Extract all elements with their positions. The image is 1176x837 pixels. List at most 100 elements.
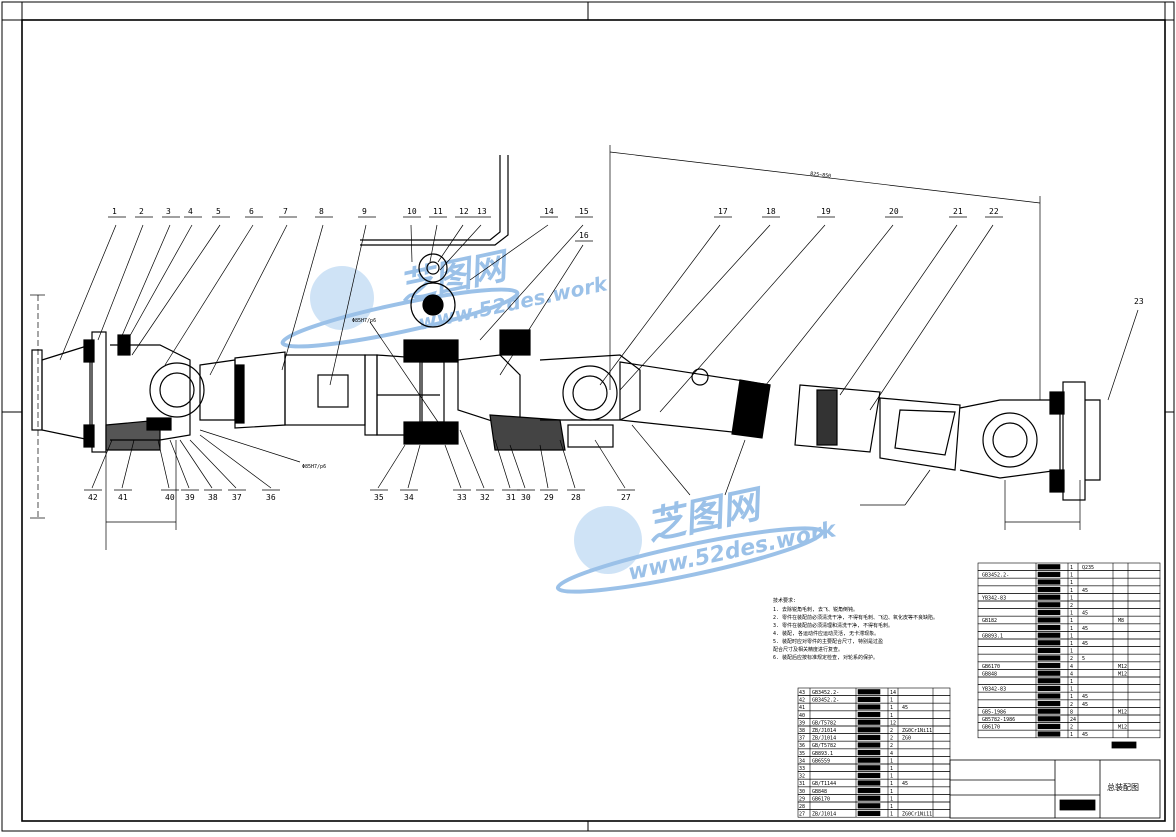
balloon-label: 34 — [404, 493, 414, 502]
balloon-label: 42 — [88, 493, 98, 502]
bom-code: GB/T1144 — [812, 781, 836, 787]
bom-name-cell — [857, 734, 881, 740]
balloon-label: 1 — [112, 207, 117, 216]
balloon-label: 11 — [433, 207, 443, 216]
bom-name-cell — [857, 742, 881, 748]
balloon-label: 13 — [477, 207, 487, 216]
bom-qty: 1 — [1070, 626, 1073, 632]
bom-material: Q235 — [1082, 565, 1094, 571]
bom-row — [977, 608, 1161, 617]
bom-note: M12 — [1118, 664, 1127, 670]
bom-row — [977, 577, 1161, 587]
tech-req-line: 1. 去除锐角毛刺, 去飞、锐角倒钝。 — [773, 606, 858, 613]
technical-requirements: 技术要求: 1. 去除锐角毛刺, 去飞、锐角倒钝。2. 零件在装配前必须清洗干净… — [773, 597, 938, 661]
bom-row — [977, 653, 1161, 663]
bom-name-cell — [1037, 700, 1061, 707]
bom-qty: 1 — [1070, 595, 1073, 601]
bom-qty: 1 — [890, 781, 893, 787]
balloon-label: 39 — [185, 493, 195, 502]
bom-name-cell — [1037, 602, 1061, 608]
bom-row — [977, 585, 1161, 594]
bom-code: GB3452.2- — [812, 698, 839, 704]
bom-name-cell — [1037, 564, 1061, 570]
bom-name-cell — [1037, 662, 1061, 669]
bom-qty: 1 — [890, 758, 893, 764]
bom-name-cell — [1037, 647, 1061, 653]
bom-name-cell — [1037, 708, 1061, 714]
tech-req-line: 配合尺寸及相关精度进行复查。 — [773, 646, 843, 653]
bom-qty: 1 — [890, 804, 893, 810]
bom-name-cell — [1037, 571, 1061, 577]
balloon-label: 40 — [165, 493, 175, 502]
tech-req-title: 技术要求: — [773, 597, 796, 604]
bom-name-cell — [857, 719, 881, 725]
bom-name-cell — [1037, 655, 1061, 661]
balloon-label: 20 — [889, 207, 899, 216]
bom-name-cell — [857, 704, 881, 710]
bom-name-cell — [857, 795, 881, 801]
watermark-bottom: 芝图网 www.52des.work — [555, 481, 840, 594]
bom-material: ZG0Cr1Ni11 — [902, 728, 932, 734]
bom-code: YB342-83 — [982, 687, 1006, 693]
bom-name-cell — [857, 780, 881, 786]
balloon-label: 28 — [571, 493, 581, 502]
bom-name-cell — [857, 696, 881, 702]
bom-qty: 1 — [1070, 687, 1073, 693]
bom-name-cell — [857, 749, 881, 756]
bom-material: 45 — [902, 781, 908, 787]
bom-qty: 1 — [1070, 580, 1073, 586]
bom-name-cell — [857, 757, 881, 763]
bom-name-cell — [1037, 624, 1061, 631]
bom-row — [977, 669, 1161, 678]
bom-item-no: 35 — [799, 751, 805, 757]
bom-name-cell — [1037, 723, 1061, 729]
bom-item-no: 31 — [799, 781, 805, 787]
shaft-assembly — [31, 155, 1101, 501]
balloon-label: 23 — [1134, 297, 1144, 306]
bom-qty: 1 — [890, 796, 893, 802]
bom-qty: 1 — [1070, 679, 1073, 685]
tech-req-line: 5. 装配时应对零件的主要配合尺寸, 特别是过盈 — [773, 638, 883, 645]
bom-qty: 12 — [890, 720, 896, 726]
bom-row — [977, 646, 1161, 655]
bom-code: GB/T5782 — [812, 720, 836, 726]
bom-item-no: 27 — [799, 812, 805, 818]
bom-code: GB848 — [812, 789, 827, 795]
bom-qty: 1 — [1070, 633, 1073, 639]
balloon-label: 38 — [208, 493, 218, 502]
bom-qty: 1 — [1070, 649, 1073, 655]
balloon-label: 29 — [544, 493, 554, 502]
fit-note-2: Φ85H7/p6 — [302, 464, 326, 470]
balloon-label: 21 — [953, 207, 963, 216]
bom-qty: 2 — [1070, 702, 1073, 708]
bom-row — [977, 661, 1161, 670]
bom-name-cell — [1037, 670, 1061, 676]
bom-name-cell — [1037, 617, 1061, 623]
bom-name-cell — [857, 772, 881, 778]
bom-code: GB5782-1986 — [982, 717, 1015, 723]
bom-item-no: 39 — [799, 720, 805, 726]
bom-material: ZG0 — [902, 736, 911, 742]
bom-name-cell — [1037, 685, 1061, 691]
bom-code: GB848 — [982, 671, 997, 677]
bom-qty: 2 — [1070, 656, 1073, 662]
bom-code: GB893.1 — [982, 633, 1003, 639]
balloon-label: 36 — [266, 493, 276, 502]
balloon-label: 35 — [374, 493, 384, 502]
bom-code: GB893.1 — [812, 751, 833, 757]
bom-item-no: 40 — [799, 713, 805, 719]
bom-name-cell — [857, 727, 881, 733]
bom-code: GB182 — [982, 618, 997, 624]
bom-qty: 1 — [1070, 694, 1073, 700]
bom-name-cell — [1037, 609, 1061, 615]
bom-qty: 2 — [890, 743, 893, 749]
bom-note: M12 — [1118, 725, 1127, 731]
bom-name-cell — [1037, 731, 1061, 737]
bom-code: ZB/J1014 — [812, 728, 836, 734]
bom-item-no: 28 — [799, 804, 805, 810]
bom-material: 45 — [1082, 588, 1088, 594]
